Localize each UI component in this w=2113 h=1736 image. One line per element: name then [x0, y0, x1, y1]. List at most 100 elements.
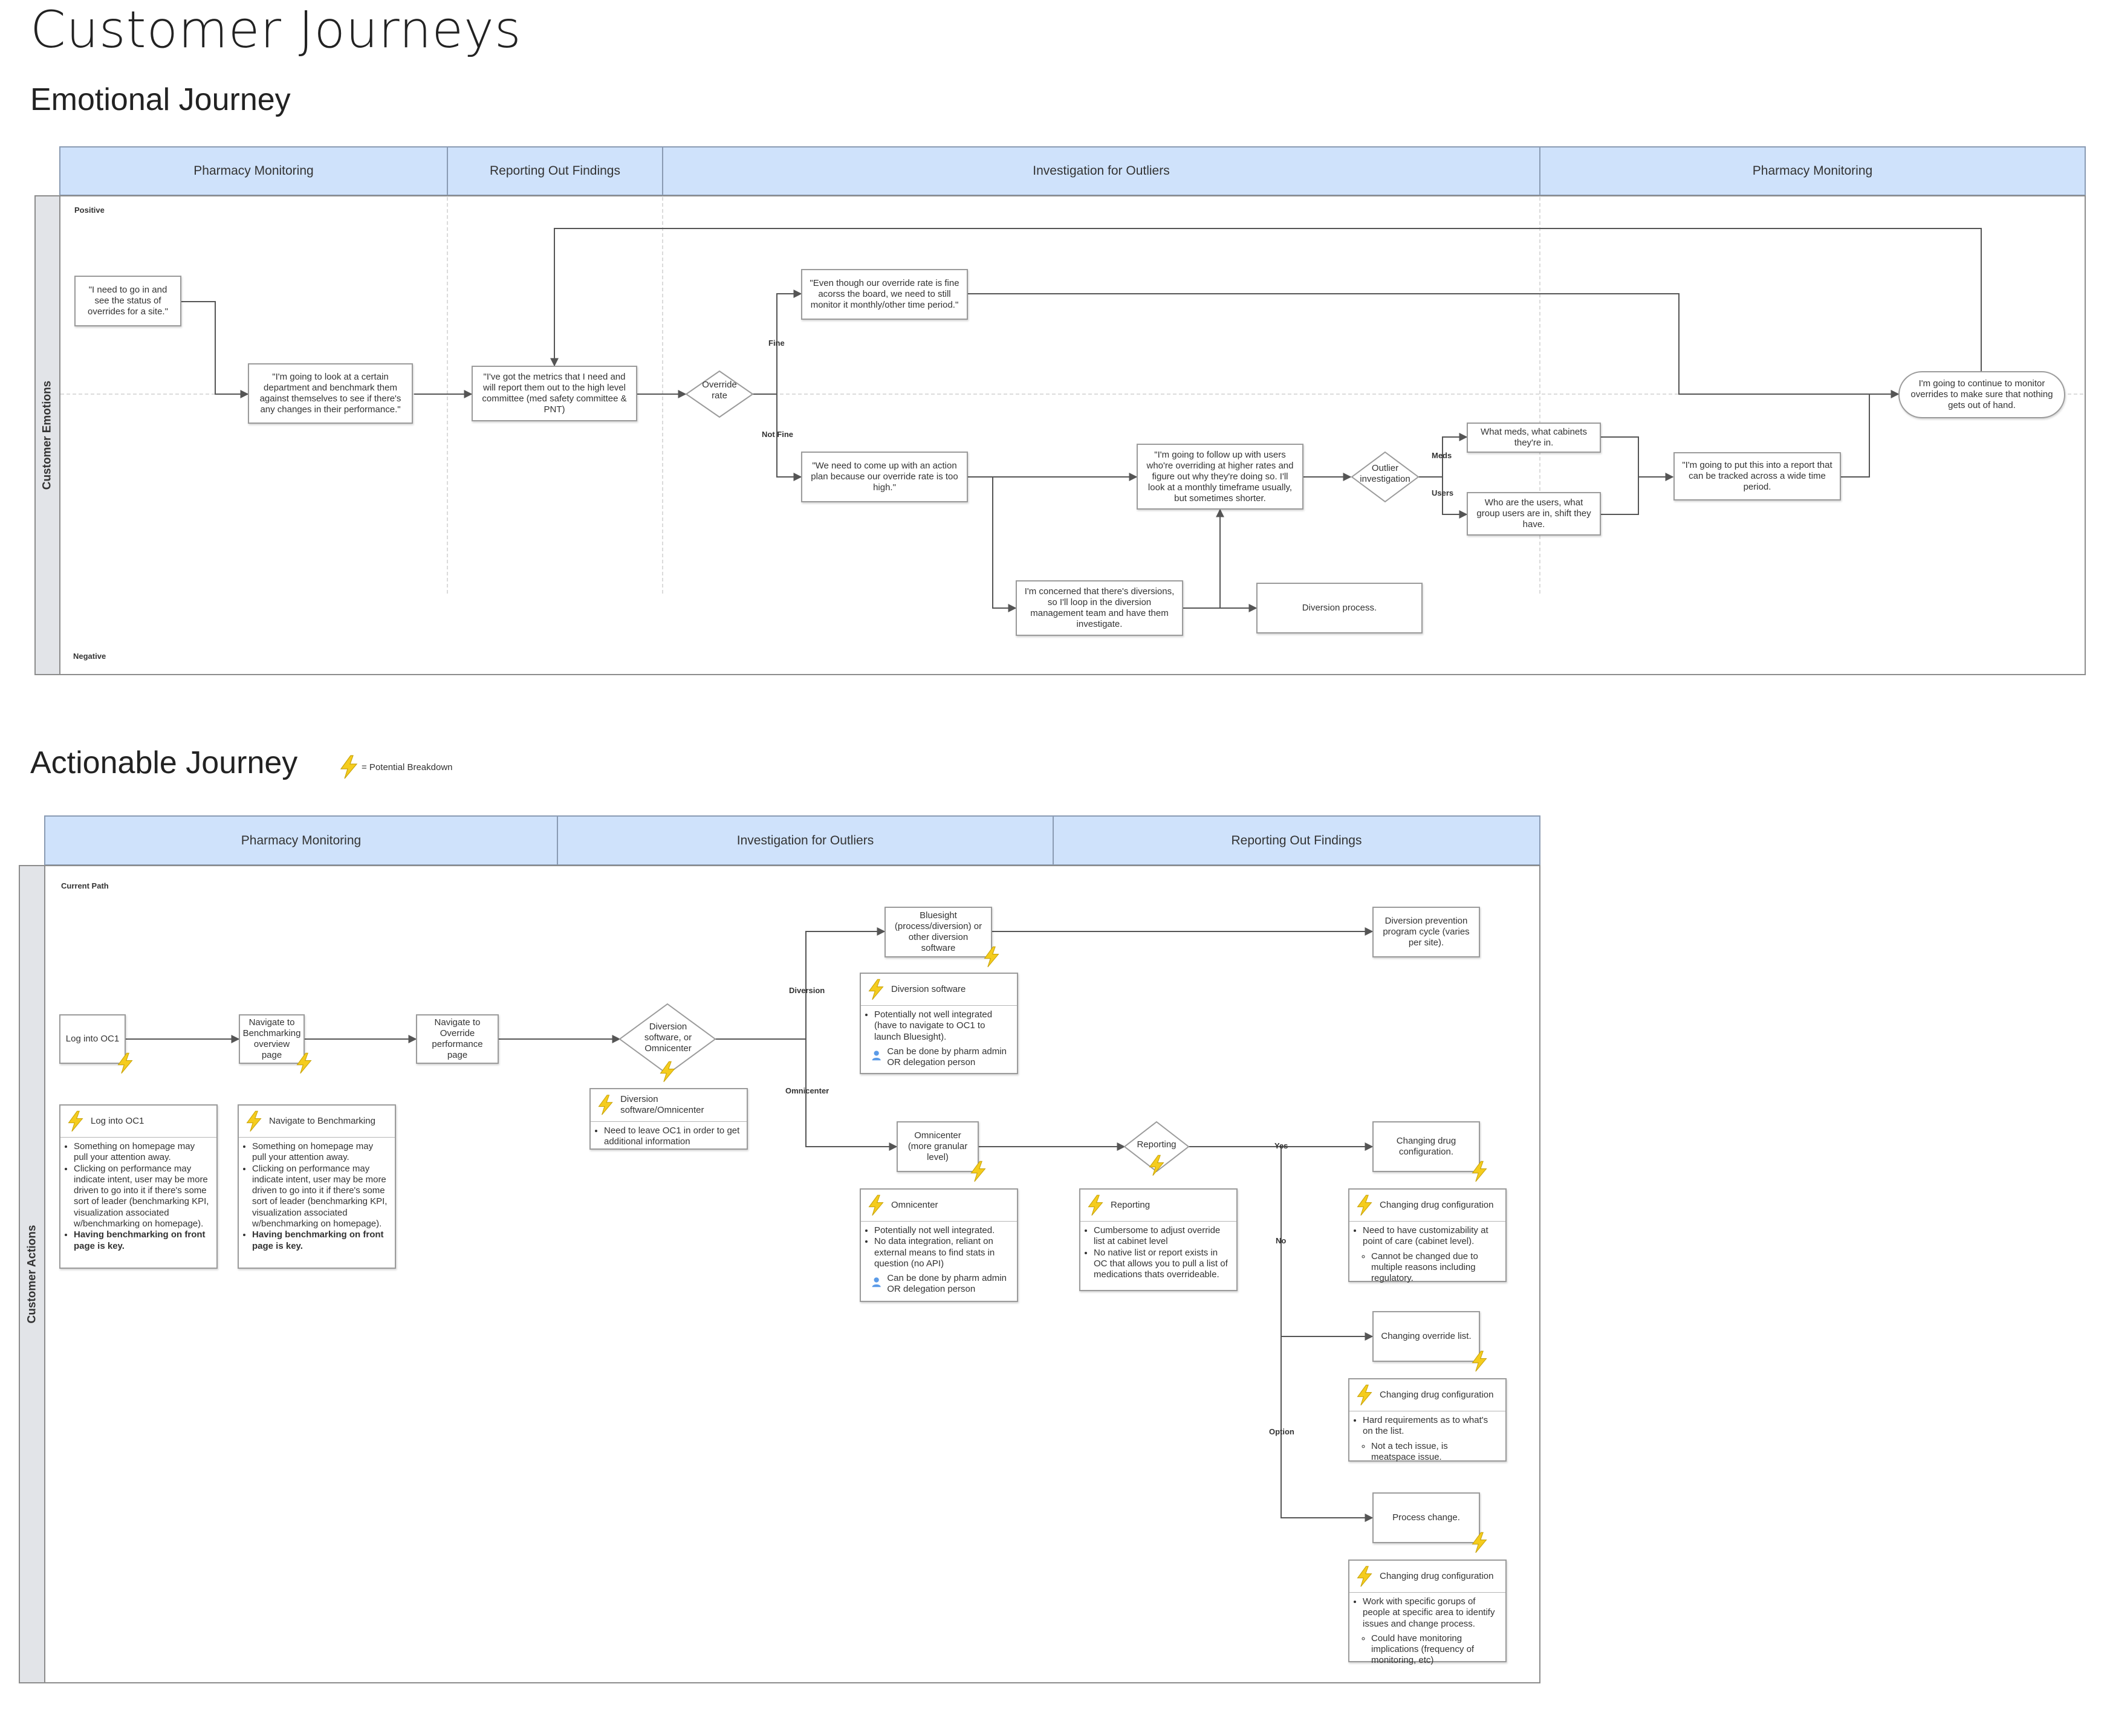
node-bluesight: Bluesight (process/diversion) or other d… [884, 907, 992, 957]
lightning-bolt-icon [117, 1052, 133, 1074]
note-item: No data integration, reliant on external… [874, 1236, 1011, 1269]
note-title: Omnicenter [891, 1199, 938, 1210]
lightning-bolt-icon [246, 1110, 262, 1132]
person-text: Can be done by pharm admin OR delegation… [887, 1273, 1007, 1295]
lightning-bolt-icon [296, 1052, 312, 1074]
note-decision: Diversion software/Omnicenter Need to le… [589, 1088, 748, 1150]
outlier-diamond [1351, 451, 1420, 503]
node-decision: Diversion software, or Omnicenter [644, 1022, 692, 1054]
edge-label-yes: Yes [1274, 1141, 1288, 1150]
note-title: Diversion software/Omnicenter [620, 1094, 704, 1116]
note-omnicenter: Omnicenter Potentially not well integrat… [860, 1188, 1018, 1302]
edge-label-not-fine: Not Fine [762, 430, 793, 439]
note-item: Clicking on performance may indicate int… [74, 1164, 210, 1230]
node-omnicenter: Omnicenter (more granular level) [897, 1121, 979, 1172]
lightning-bolt-icon [340, 755, 358, 779]
emotional-journey-heading: Emotional Journey [30, 82, 291, 117]
note-drug-config-2: Changing drug configuration Hard require… [1348, 1378, 1507, 1462]
lightning-bolt-icon [868, 1194, 884, 1216]
phase-header-reporting-out-findings: Reporting Out Findings [447, 146, 663, 196]
note-log-in: Log into OC1 Something on homepage may p… [59, 1104, 218, 1269]
node-meds-question: What meds, what cabinets they're in. [1467, 423, 1601, 453]
node-users-question: Who are the users, what group users are … [1467, 492, 1601, 536]
node-metrics: "I've got the metrics that I need and wi… [472, 366, 637, 421]
node-override-rate: Override rate [702, 380, 737, 401]
emotional-connectors [60, 197, 2085, 612]
note-diversion-software: Diversion software Potentially not well … [860, 973, 1018, 1074]
note-title: Log into OC1 [91, 1115, 144, 1126]
node-follow-up: "I'm going to follow up with users who'r… [1137, 444, 1303, 510]
phase-header-pharmacy-monitoring-2: Pharmacy Monitoring [1539, 146, 2086, 196]
lightning-bolt-icon [1357, 1566, 1372, 1587]
current-path-label: Current Path [61, 881, 109, 890]
node-go-in: "I need to go in and see the status of o… [74, 276, 181, 326]
phase-header-reporting-out-findings: Reporting Out Findings [1053, 815, 1540, 866]
lightning-bolt-icon [1357, 1194, 1372, 1216]
node-nav-override: Navigate to Override performance page [416, 1014, 499, 1064]
legend-text: = Potential Breakdown [362, 762, 453, 772]
negative-label: Negative [73, 652, 106, 661]
note-item: Potentially not well integrated (have to… [874, 1009, 1011, 1043]
note-title: Reporting [1111, 1199, 1151, 1210]
note-item: Something on homepage may pull your atte… [252, 1141, 389, 1164]
node-diversion-prevention: Diversion prevention program cycle (vari… [1372, 907, 1480, 957]
node-nav-benchmarking: Navigate to Benchmarking overview page [239, 1014, 305, 1064]
actionable-connectors [126, 927, 1374, 1522]
note-title: Changing drug configuration [1380, 1570, 1494, 1581]
node-changing-drug: Changing drug configuration. [1372, 1121, 1480, 1172]
lightning-bolt-icon [1472, 1532, 1487, 1553]
note-subitem: Not a tech issue, is meatspace issue. [1371, 1441, 1493, 1463]
note-subitem: Could have monitoring implications (freq… [1371, 1633, 1493, 1666]
note-drug-config-1: Changing drug configuration Need to have… [1348, 1188, 1507, 1284]
person-icon [872, 1277, 881, 1287]
lightning-bolt-icon [1472, 1161, 1487, 1182]
note-subitem: Cannot be changed due to multiple reason… [1371, 1251, 1493, 1284]
note-item: Cumbersome to adjust override list at ca… [1094, 1225, 1230, 1248]
lightning-bolt-icon [868, 979, 884, 1000]
note-title: Diversion software [891, 983, 966, 994]
override-rate-diamond [685, 370, 754, 418]
note-item: Need to have customizability at point of… [1363, 1225, 1488, 1247]
note-reporting: Reporting Cumbersome to adjust override … [1079, 1188, 1238, 1291]
edge-label-meds: Meds [1432, 451, 1452, 460]
edge-label-users: Users [1432, 488, 1454, 497]
node-action-plan: "We need to come up with an action plan … [801, 452, 968, 502]
lightning-bolt-icon [984, 946, 999, 968]
node-report: "I'm going to put this into a report tha… [1673, 452, 1841, 500]
node-fine-quote: "Even though our override rate is fine a… [801, 269, 968, 320]
person-text: Can be done by pharm admin OR delegation… [887, 1046, 1007, 1068]
note-title: Changing drug configuration [1380, 1389, 1494, 1400]
legend: = Potential Breakdown [339, 755, 453, 779]
note-item: Something on homepage may pull your atte… [74, 1141, 210, 1164]
note-item: Hard requirements as to what's on the li… [1363, 1415, 1488, 1437]
note-item: Need to leave OC1 in order to get additi… [604, 1125, 741, 1148]
note-item-bold: Having benchmarking on front page is key… [74, 1229, 210, 1252]
lightning-bolt-icon [1357, 1384, 1372, 1406]
edge-label-option: Option [1269, 1427, 1294, 1436]
note-item: Potentially not well integrated. [874, 1225, 1011, 1236]
note-item: Work with specific gorups of people at s… [1363, 1596, 1495, 1629]
edge-label-fine: Fine [768, 338, 785, 348]
lightning-bolt-icon [1149, 1155, 1164, 1176]
note-drug-config-3: Changing drug configuration Work with sp… [1348, 1559, 1507, 1665]
note-item-bold: Having benchmarking on front page is key… [252, 1229, 389, 1252]
note-title: Navigate to Benchmarking [269, 1115, 375, 1126]
node-log-in: Log into OC1 [59, 1014, 126, 1064]
person-icon [872, 1051, 881, 1061]
page-title: Customer Journeys [30, 0, 522, 59]
phase-header-pharmacy-monitoring: Pharmacy Monitoring [44, 815, 558, 866]
edge-label-diversion: Diversion [789, 986, 825, 995]
lightning-bolt-icon [660, 1061, 675, 1083]
lightning-bolt-icon [970, 1161, 986, 1182]
node-process-change: Process change. [1372, 1492, 1480, 1543]
lightning-bolt-icon [68, 1110, 83, 1132]
node-benchmark: "I'm going to look at a certain departme… [248, 363, 413, 424]
lightning-bolt-icon [598, 1095, 613, 1115]
node-reporting: Reporting [1137, 1139, 1177, 1150]
actionable-journey-heading: Actionable Journey [30, 745, 298, 780]
note-nav-benchmarking: Navigate to Benchmarking Something on ho… [238, 1104, 396, 1269]
note-title: Changing drug configuration [1380, 1199, 1494, 1210]
lightning-bolt-icon [1088, 1194, 1103, 1216]
node-outlier-investigation: Outlier investigation [1360, 463, 1410, 484]
note-item: Clicking on performance may indicate int… [252, 1164, 389, 1230]
